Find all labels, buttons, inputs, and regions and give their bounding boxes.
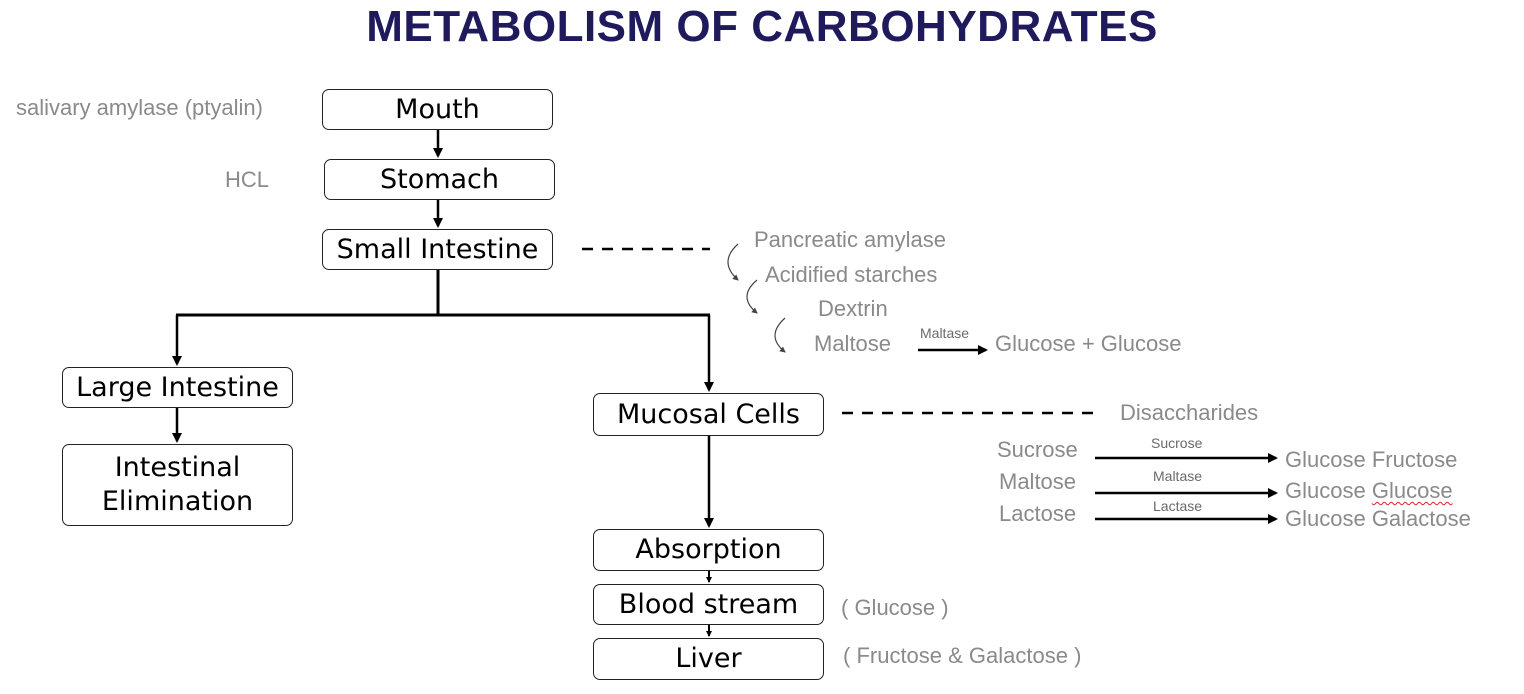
acidified-starches-label: Acidified starches: [765, 262, 938, 287]
lactase-enzyme-label: Lactase: [1153, 498, 1203, 514]
lactose-product-label: Glucose Galactose: [1285, 506, 1471, 531]
node-intestinal-elimination: Intestinal Elimination: [62, 444, 293, 526]
dextrin-label: Dextrin: [818, 296, 888, 321]
lactose-label: Lactose: [999, 501, 1077, 526]
node-stomach: Stomach: [324, 159, 555, 200]
maltose-product-label: Glucose Glucose: [1285, 478, 1453, 504]
sucrose-product-label: Glucose Fructose: [1285, 447, 1458, 472]
curve-arrow-3: [774, 317, 786, 353]
maltose-label-2: Maltose: [999, 469, 1077, 494]
maltose-label: Maltose: [814, 331, 892, 356]
node-blood-stream: Blood stream: [593, 584, 824, 625]
curve-arrow-2: [746, 279, 758, 314]
diagram-title: METABOLISM OF CARBOHYDRATES: [366, 2, 1158, 51]
sucrose-label: Sucrose: [997, 437, 1078, 462]
node-liver: Liver: [593, 638, 824, 680]
maltase-enzyme-label-si: Maltase: [920, 325, 970, 341]
maltose-product-b: Glucose: [1371, 478, 1453, 503]
glucose-glucose-si-label: Glucose + Glucose: [995, 331, 1182, 356]
node-mucosal-cells: Mucosal Cells: [593, 393, 824, 436]
node-large-intestine: Large Intestine: [62, 367, 293, 408]
maltose-product-a: Glucose: [1285, 478, 1366, 503]
maltase-enzyme-label: Maltase: [1153, 468, 1203, 484]
node-small-intestine: Small Intestine: [322, 229, 553, 270]
disaccharides-label: Disaccharides: [1120, 400, 1259, 425]
node-mouth: Mouth: [322, 89, 553, 130]
blood-stream-note: ( Glucose ): [841, 595, 949, 620]
node-absorption: Absorption: [593, 529, 824, 571]
mouth-enzyme-label: salivary amylase (ptyalin): [16, 95, 263, 120]
pancreatic-amylase-label: Pancreatic amylase: [754, 227, 946, 252]
curve-arrow-1: [727, 243, 739, 281]
stomach-enzyme-label: HCL: [225, 167, 270, 192]
liver-note: ( Fructose & Galactose ): [843, 643, 1082, 668]
sucrose-enzyme-label: Sucrose: [1151, 435, 1203, 451]
